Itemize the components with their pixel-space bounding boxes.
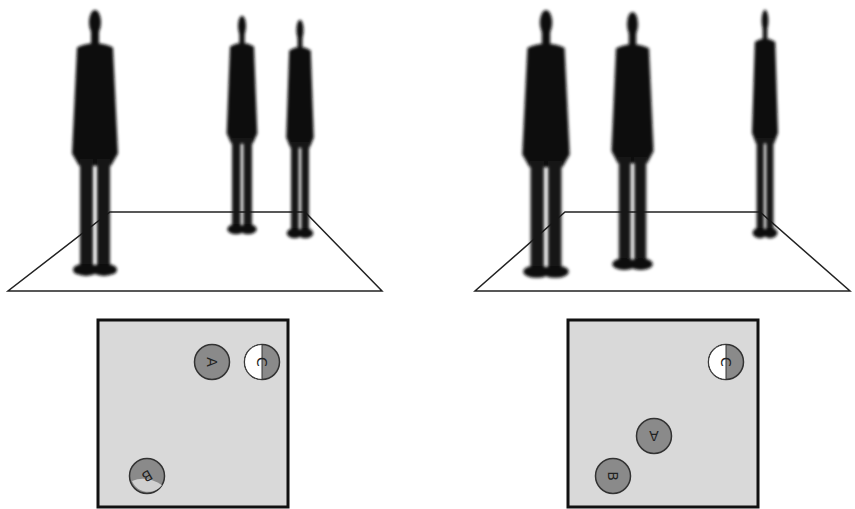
top-view-map [98,320,288,507]
person-marker: B [128,457,166,495]
marker-letter: A [635,417,673,455]
floor-plane [8,212,382,291]
marker-letter: B [121,450,173,502]
person-silhouette [286,20,314,239]
person-silhouette [752,10,778,238]
person-marker: C [243,343,281,381]
person-silhouette [611,12,653,270]
person-marker: A [193,343,231,381]
top-view-map [568,320,758,507]
person-marker: B [594,457,632,495]
person-marker: A [635,417,673,455]
person-silhouette [72,10,118,276]
person-silhouette [522,10,570,278]
marker-letter: B [594,457,632,495]
marker-letter: C [707,343,745,381]
person-marker: C [707,343,745,381]
marker-letter: A [193,343,231,381]
person-silhouette [227,16,258,235]
marker-letter: C [243,343,281,381]
